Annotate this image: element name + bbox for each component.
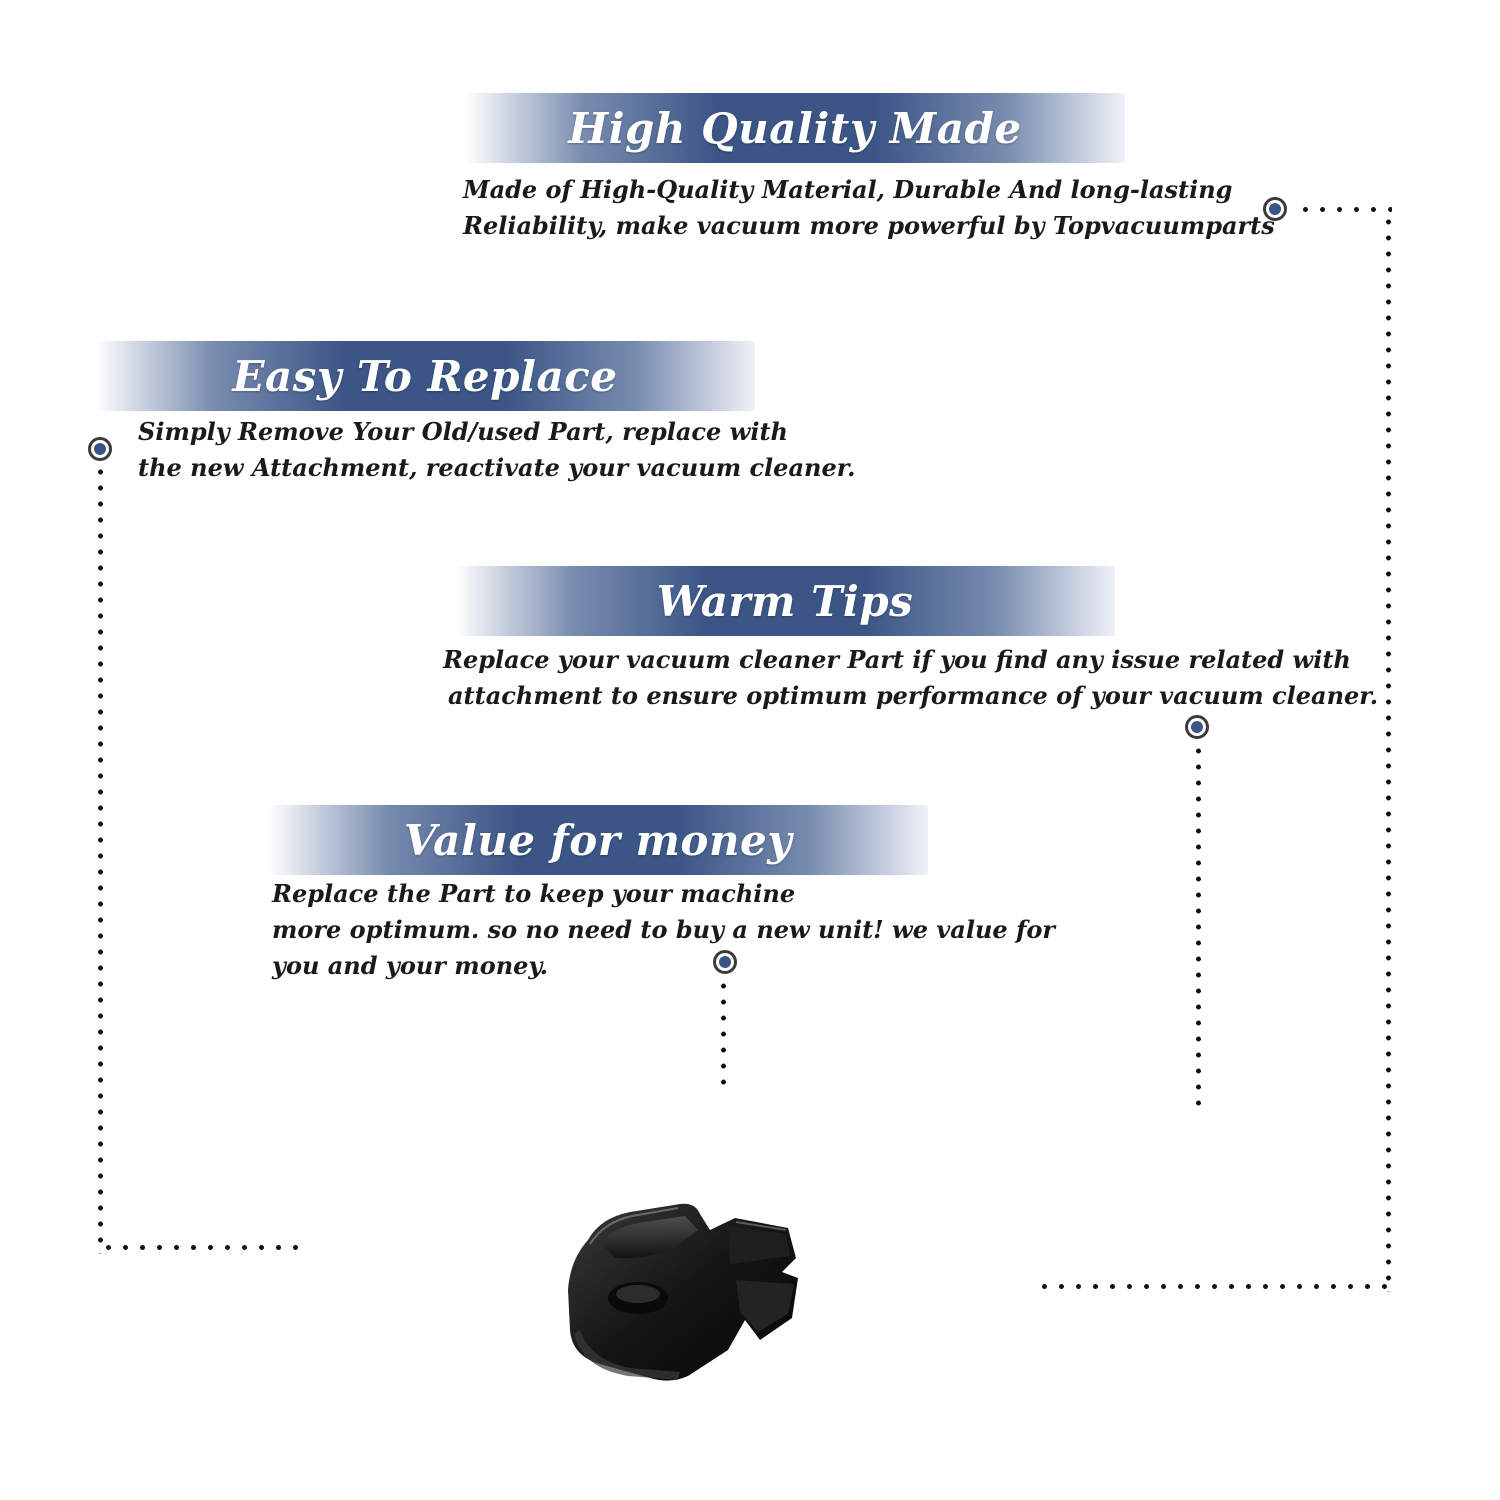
- feature-line: you and your money.: [272, 951, 548, 980]
- bullet-marker-icon: [1185, 715, 1209, 739]
- feature-title: High Quality Made: [568, 103, 1022, 153]
- feature-line: Replace the Part to keep your machine: [272, 879, 796, 908]
- feature-title: Value for money: [403, 815, 793, 865]
- bullet-marker-icon: [713, 950, 737, 974]
- feature-description-value-for-money: Replace the Part to keep your machine mo…: [272, 876, 1055, 984]
- feature-line: more optimum. so no need to buy a new un…: [272, 915, 1055, 944]
- banner-high-quality-made: High Quality Made: [465, 93, 1125, 163]
- bullet-marker-icon: [88, 437, 112, 461]
- bullet-marker-icon: [1263, 197, 1287, 221]
- dotted-connector: [1196, 743, 1201, 1108]
- feature-description-high-quality: Made of High-Quality Material, Durable A…: [463, 172, 1275, 244]
- dotted-connector: [721, 978, 726, 1093]
- banner-value-for-money: Value for money: [268, 805, 928, 875]
- dotted-connector: [1036, 1284, 1391, 1289]
- dotted-connector: [1386, 214, 1391, 1292]
- feature-title: Warm Tips: [656, 576, 914, 626]
- dotted-connector: [98, 464, 103, 1254]
- banner-easy-to-replace: Easy To Replace: [95, 341, 755, 411]
- feature-description-easy-to-replace: Simply Remove Your Old/used Part, replac…: [138, 414, 856, 486]
- feature-line: Reliability, make vacuum more powerful b…: [463, 211, 1275, 240]
- dotted-connector: [100, 1245, 300, 1250]
- dotted-connector: [1297, 207, 1392, 212]
- feature-description-warm-tips: Replace your vacuum cleaner Part if you …: [443, 642, 1378, 714]
- vacuum-attachment-part: [568, 1203, 798, 1381]
- feature-line: Made of High-Quality Material, Durable A…: [463, 175, 1233, 204]
- feature-line: Simply Remove Your Old/used Part, replac…: [138, 417, 788, 446]
- feature-title: Easy To Replace: [232, 351, 618, 401]
- feature-line: the new Attachment, reactivate your vacu…: [138, 453, 856, 482]
- banner-warm-tips: Warm Tips: [455, 566, 1115, 636]
- feature-line: Replace your vacuum cleaner Part if you …: [443, 645, 1351, 674]
- feature-line: attachment to ensure optimum performance…: [448, 681, 1379, 710]
